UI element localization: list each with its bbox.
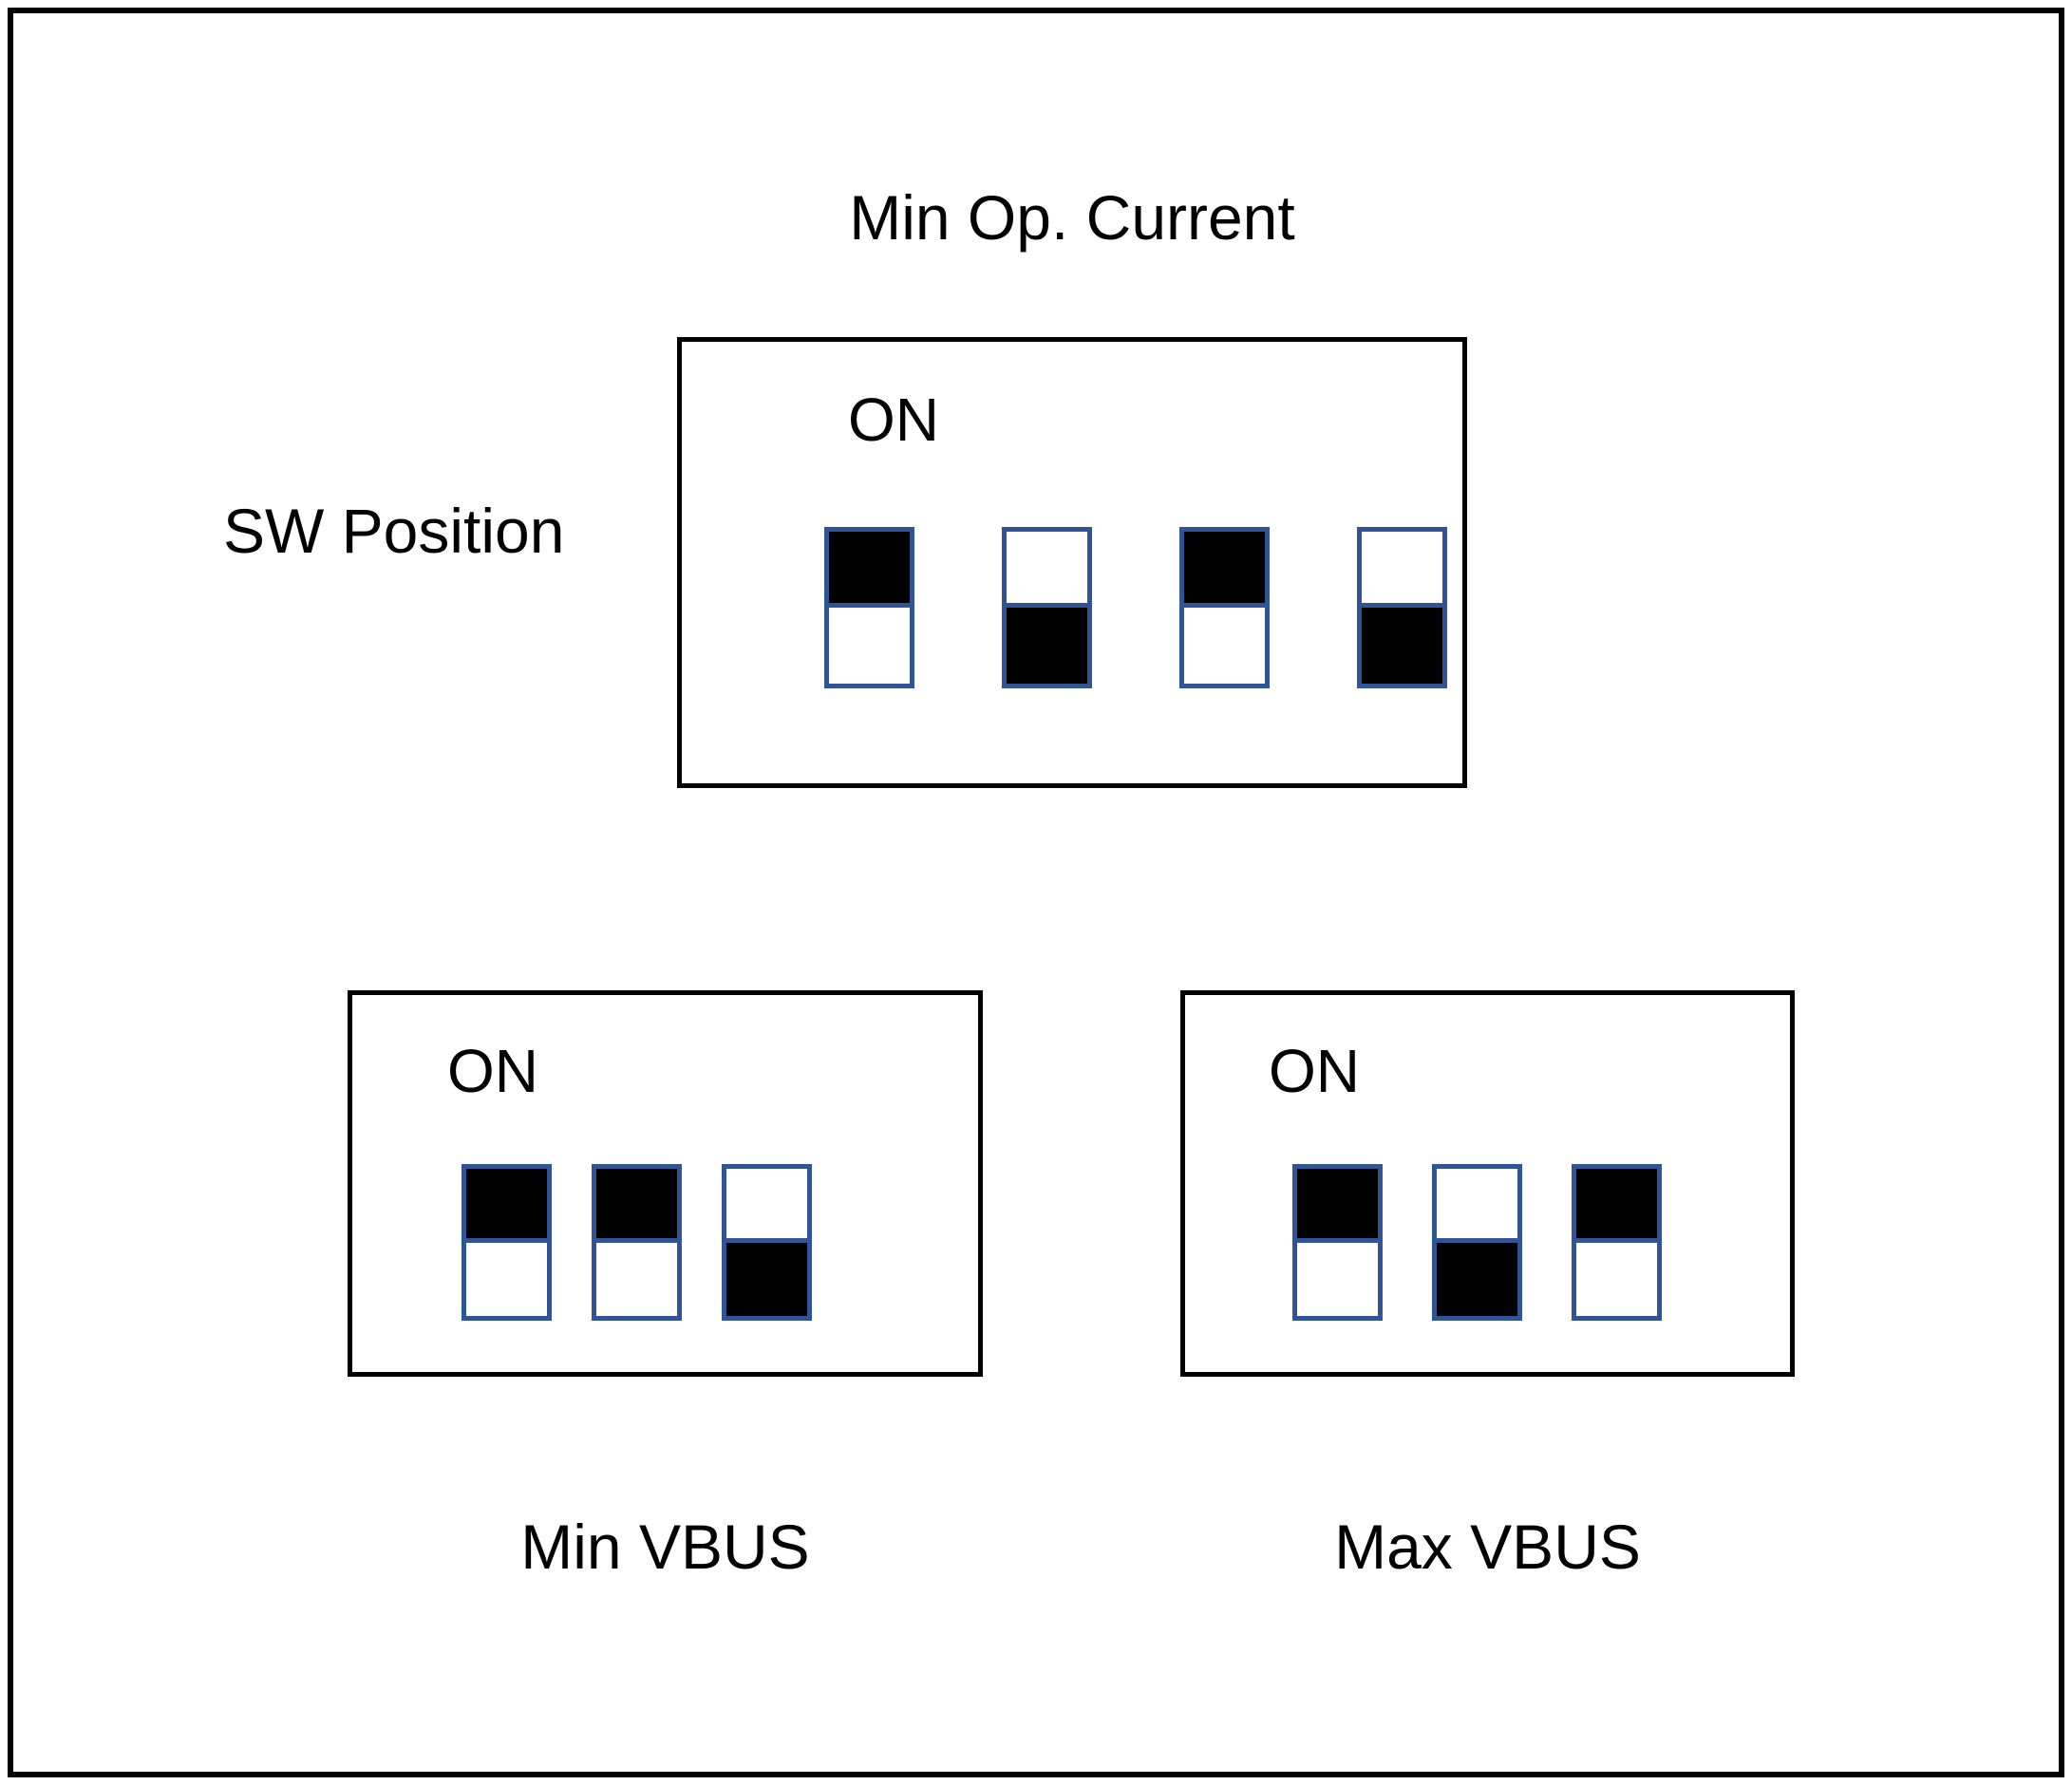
dip-cell-bottom (829, 608, 910, 684)
switch-block-max-vbus[interactable]: ON (1180, 990, 1795, 1377)
dip-switch-min-vbus-3[interactable] (722, 1164, 812, 1321)
dip-cell-bottom (1297, 1242, 1378, 1316)
dip-switch-min-vbus-1[interactable] (461, 1164, 552, 1321)
dip-cell-top (1576, 1169, 1657, 1243)
min-op-current-title: Min Op. Current (849, 182, 1295, 253)
dip-cell-bottom (1362, 608, 1442, 684)
dip-switch-max-vbus-2[interactable] (1432, 1164, 1522, 1321)
dip-cell-top (829, 532, 910, 608)
dip-switch-max-vbus-3[interactable] (1572, 1164, 1662, 1321)
dip-cell-top (1297, 1169, 1378, 1243)
dip-switch-min-op-current-2[interactable] (1002, 527, 1092, 688)
dip-cell-bottom (1437, 1242, 1517, 1316)
dip-cell-bottom (466, 1242, 547, 1316)
dip-cell-top (1437, 1169, 1517, 1243)
sw-position-label: SW Position (223, 496, 565, 566)
dip-cell-top (596, 1169, 677, 1243)
dip-cell-top (1007, 532, 1087, 608)
on-label-max-vbus: ON (1269, 1037, 1360, 1105)
dip-switch-max-vbus-1[interactable] (1292, 1164, 1383, 1321)
dip-switch-min-vbus-2[interactable] (592, 1164, 682, 1321)
dip-cell-top (726, 1169, 807, 1243)
caption-max-vbus: Max VBUS (1334, 1512, 1641, 1582)
dip-cell-bottom (1184, 608, 1265, 684)
dip-switch-min-op-current-4[interactable] (1357, 527, 1447, 688)
on-label-min-op-current: ON (848, 385, 939, 454)
dip-cell-bottom (1007, 608, 1087, 684)
switch-row-max-vbus (1292, 1164, 1662, 1321)
dip-cell-bottom (726, 1242, 807, 1316)
dip-cell-bottom (596, 1242, 677, 1316)
figure-outer-border (8, 8, 2064, 1777)
switch-row-min-vbus (461, 1164, 812, 1321)
switch-block-min-op-current[interactable]: ON (677, 337, 1467, 788)
switch-block-min-vbus[interactable]: ON (348, 990, 983, 1377)
on-label-min-vbus: ON (447, 1037, 538, 1105)
dip-cell-top (1362, 532, 1442, 608)
dip-switch-min-op-current-1[interactable] (824, 527, 914, 688)
caption-min-vbus: Min VBUS (520, 1512, 810, 1582)
dip-cell-top (1184, 532, 1265, 608)
dip-cell-top (466, 1169, 547, 1243)
switch-row-min-op-current (824, 527, 1447, 688)
dip-switch-min-op-current-3[interactable] (1179, 527, 1270, 688)
dip-cell-bottom (1576, 1242, 1657, 1316)
